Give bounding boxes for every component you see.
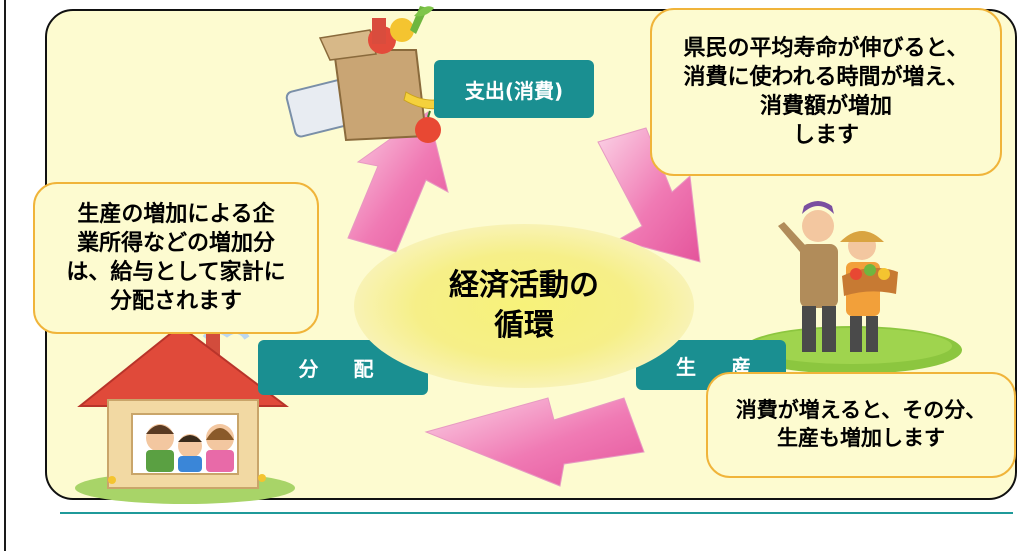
page-left-border bbox=[4, 0, 6, 551]
bottom-rule bbox=[60, 512, 1013, 514]
callout-left-text: 生産の増加による企 業所得などの増加分 は、給与として家計に 分配されます bbox=[66, 201, 286, 315]
callout-top-right: 県民の平均寿命が伸びると、 消費に使われる時間が増え、 消費額が増加 します bbox=[650, 8, 1002, 176]
farmers-icon bbox=[742, 201, 962, 374]
callout-left: 生産の増加による企 業所得などの増加分 は、給与として家計に 分配されます bbox=[33, 182, 319, 334]
center-ellipse: 経済活動の 循環 bbox=[354, 224, 694, 388]
house-family-icon bbox=[75, 324, 295, 504]
node-shishutsu: 支出(消費) bbox=[434, 60, 594, 118]
grocery-bag-icon bbox=[285, 6, 469, 143]
center-label: 経済活動の 循環 bbox=[449, 267, 599, 344]
callout-bottom-right-text: 消費が増えると、その分、 生産も増加します bbox=[735, 398, 987, 450]
node-bunpai: 分 配 bbox=[258, 340, 428, 395]
arrow-bunpai-to-shishutsu bbox=[347, 111, 449, 253]
callout-bottom-right: 消費が増えると、その分、 生産も増加します bbox=[706, 372, 1016, 478]
arrow-seisan-to-bunpai bbox=[424, 397, 645, 487]
callout-top-right-text: 県民の平均寿命が伸びると、 消費に使われる時間が増え、 消費額が増加 します bbox=[683, 35, 969, 149]
